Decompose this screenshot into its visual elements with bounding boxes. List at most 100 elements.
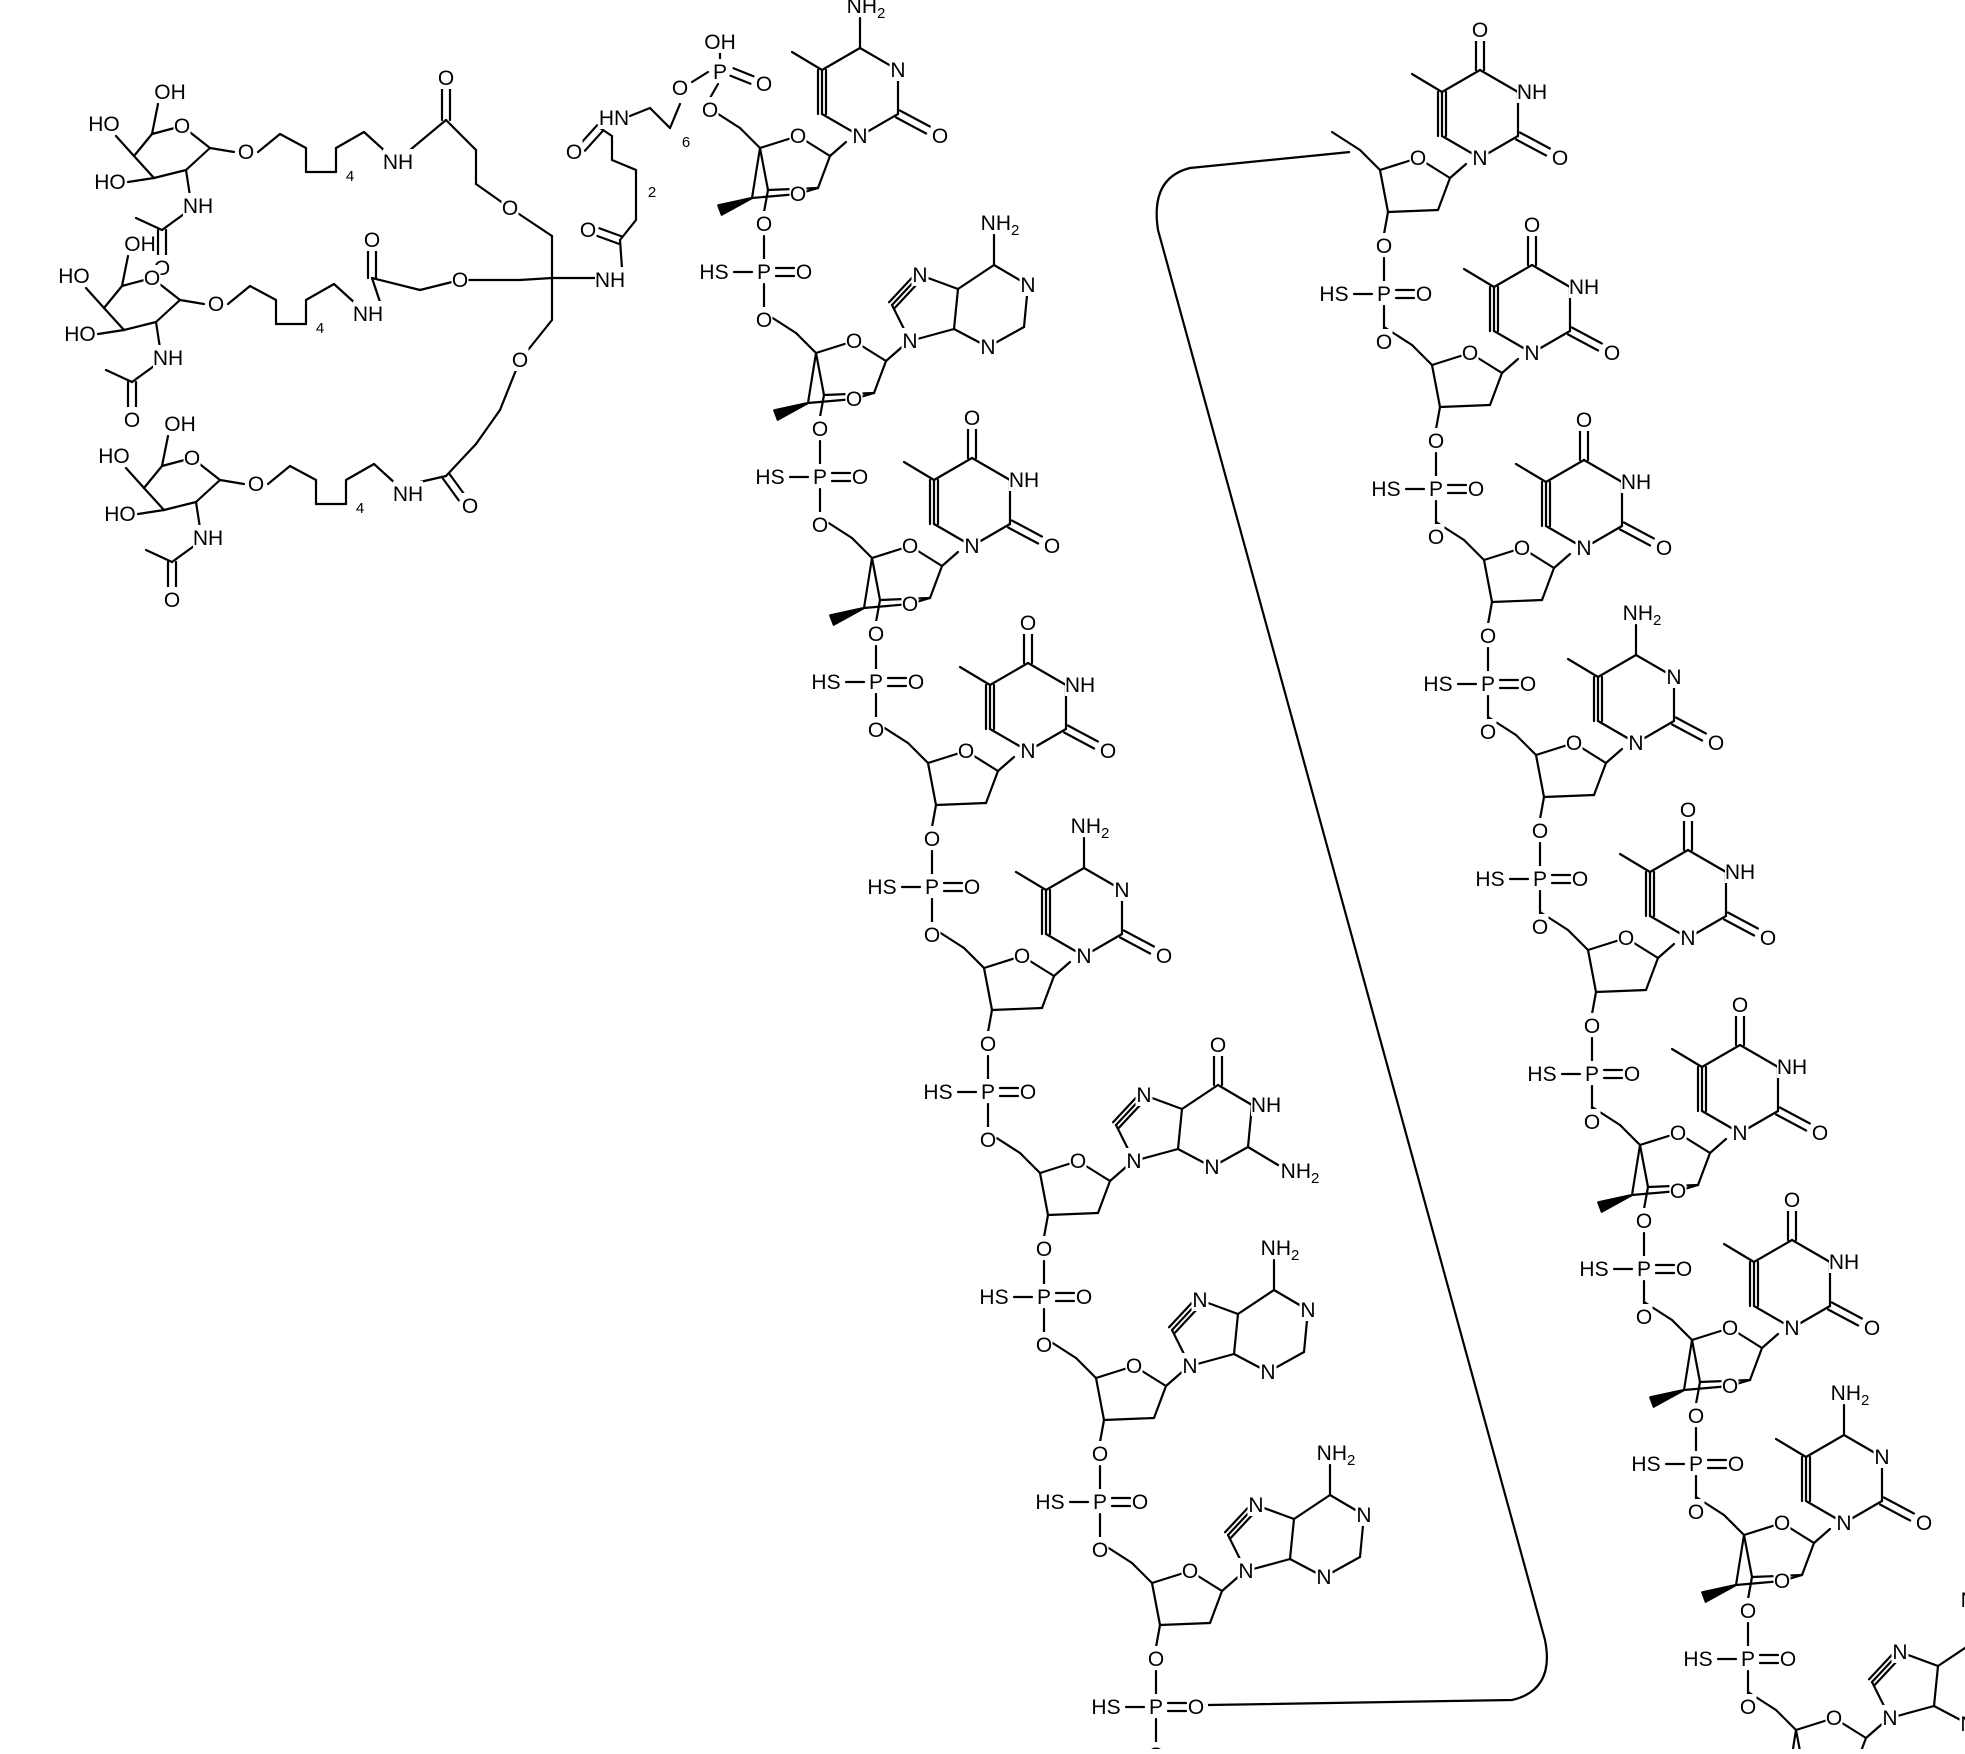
carbonyl (1880, 1505, 1910, 1521)
ring-oxygen: O (1670, 1122, 1686, 1145)
sugar-bond (876, 600, 880, 622)
sugar-bond (1436, 407, 1440, 429)
glycosidic-bond (1866, 1724, 1882, 1738)
sugar-ring (1698, 1153, 1710, 1185)
base-nitrogen: N (1020, 740, 1035, 763)
ether-chain (446, 444, 476, 476)
acetyl (172, 546, 194, 562)
phosphate-oxygen: O (1740, 1600, 1756, 1623)
ether-oxygen: O (452, 269, 468, 292)
sugar-ring (928, 763, 936, 805)
sugar-ring (1594, 763, 1606, 795)
amide-nh: NH (353, 303, 383, 326)
carbonyl-oxygen: O (1784, 1189, 1800, 1212)
phosphate-oxygen: O (1636, 1306, 1652, 1329)
sugar-ring (872, 558, 880, 600)
sugar-bond (1568, 930, 1588, 950)
phosphate-oxygen: O (1584, 1111, 1600, 1134)
sugar-ring (1104, 1418, 1154, 1420)
sugar-ring (1750, 1348, 1762, 1380)
ring-oxygen: O (1566, 732, 1582, 755)
carbonyl-oxygen: O (566, 141, 582, 164)
sugar-bond (932, 805, 936, 827)
phosphorus: P (1741, 1648, 1755, 1671)
base-nitrogen: N (980, 336, 995, 359)
amine-label: NH2 (1961, 1589, 1965, 1616)
glycosidic-oxygen: O (248, 473, 264, 496)
amide-nh: NH (595, 269, 625, 292)
ring-oxygen: O (1014, 945, 1030, 968)
carbonyl (1776, 1115, 1806, 1131)
acetyl (146, 550, 172, 562)
glycosidic-oxygen: O (208, 293, 224, 316)
sugar-ring (1646, 958, 1658, 990)
ring-oxygen: O (1410, 147, 1426, 170)
glycosidic-bond (1450, 164, 1466, 178)
base-nitrogen: N (1204, 1156, 1219, 1179)
hydroxyl: HO (88, 113, 120, 136)
phosphorus: P (1037, 1286, 1051, 1309)
sugar-ring (1596, 990, 1646, 992)
phosphorus: P (869, 671, 883, 694)
phosphate-oxygen: O (756, 213, 772, 236)
base-ring (1290, 1519, 1294, 1559)
glycosidic-bond (1502, 359, 1518, 373)
thiol: HS (1091, 1696, 1120, 1719)
phosphate-oxygen: O (756, 309, 772, 332)
lna-bridge (1788, 1730, 1796, 1749)
galnac-ring (186, 148, 210, 170)
glycosidic-oxygen: O (238, 141, 254, 164)
phosphate-oxygen: O (980, 1129, 996, 1152)
carbonyl (1516, 140, 1546, 156)
galnac-bond (152, 104, 158, 134)
base-ring (990, 663, 1028, 685)
glycosidic-bond (210, 148, 234, 152)
hydroxyl: OH (124, 233, 156, 256)
phosphate-oxygen: O (1188, 1696, 1204, 1719)
carbonyl (1728, 912, 1758, 928)
ring-oxygen: O (1618, 927, 1634, 950)
glycosidic-bond (1658, 944, 1674, 958)
ring-oxygen: O (1722, 1317, 1738, 1340)
carbonyl-oxygen: O (932, 125, 948, 148)
base-ring (1178, 1109, 1182, 1149)
wedge-bond (1702, 1585, 1736, 1602)
phosphate-oxygen: O (868, 719, 884, 742)
carbonyl-oxygen: O (164, 589, 180, 612)
base-ring (1494, 265, 1532, 287)
galnac-ring (134, 156, 154, 178)
base-nitrogen: N (1784, 1317, 1799, 1340)
carbonyl (1064, 733, 1094, 749)
imide-nh: NH (1517, 81, 1547, 104)
phosphate-oxygen: O (1480, 721, 1496, 744)
ring-oxygen: O (1514, 537, 1530, 560)
amide-nh: HN (599, 107, 629, 130)
sugar-ring (1802, 1543, 1814, 1575)
base-ring (1598, 655, 1636, 677)
alkyl-chain (336, 132, 364, 148)
methyl (1016, 872, 1046, 890)
sugar-bond (1100, 1420, 1104, 1442)
sugar-bond (820, 395, 824, 417)
phosphorus: P (1377, 283, 1391, 306)
carbonyl-oxygen: O (1020, 612, 1036, 635)
thiol: HS (1527, 1063, 1556, 1086)
sugar-bond (1724, 1515, 1744, 1535)
phosphorus: P (757, 261, 771, 284)
imide-nh: NH (1725, 861, 1755, 884)
carbonyl (1828, 1310, 1858, 1326)
base-ring (1028, 663, 1066, 685)
sugar-bond (1516, 735, 1536, 755)
carbonyl (1124, 930, 1154, 946)
carbonyl-oxygen: O (1210, 1034, 1226, 1057)
atom-labels: OONONNH2OPHSOOOONNNNNH2OPHSOOOONONHOOPHS… (58, 0, 1965, 1749)
base-nitrogen: N (1628, 732, 1643, 755)
lna-bridge (1632, 1145, 1640, 1195)
alkyl-chain (334, 284, 356, 304)
phosphate-oxygen: O (702, 99, 718, 122)
amine-bond (1248, 1147, 1278, 1165)
acetyl (162, 214, 184, 230)
sugar-ring (1542, 568, 1554, 600)
phosphate-oxygen: O (964, 876, 980, 899)
base-ring (1442, 70, 1480, 92)
